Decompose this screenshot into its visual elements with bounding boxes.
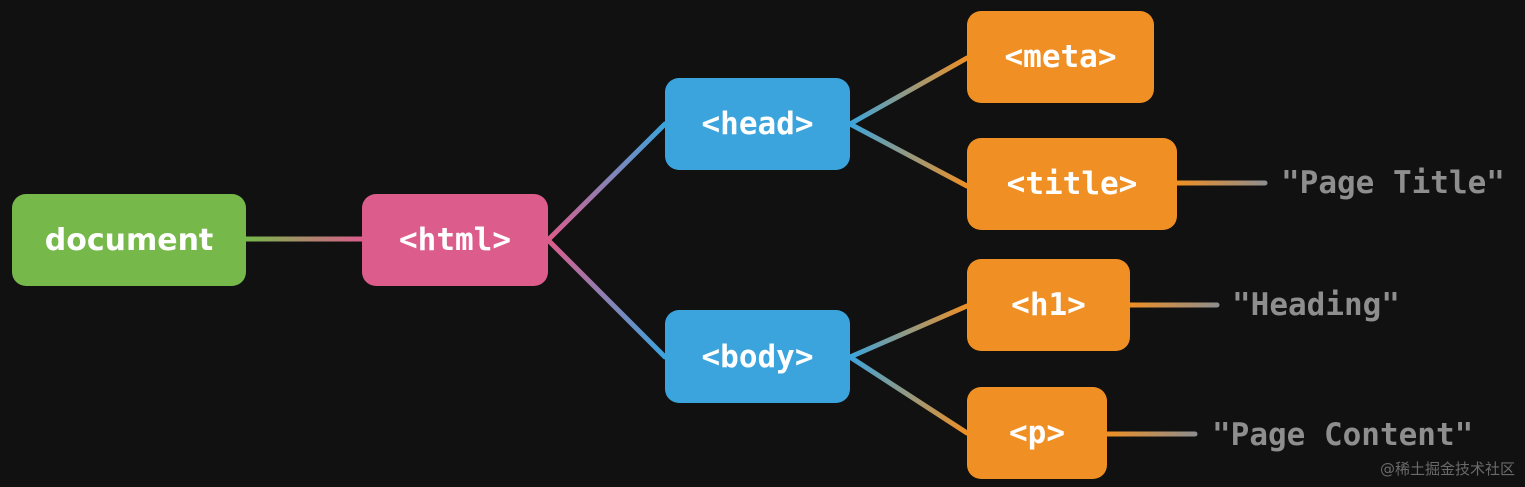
- node-head: <head>: [665, 78, 850, 170]
- node-document: document: [12, 194, 246, 286]
- edge-body-h1: [847, 303, 970, 360]
- text-page-content: "Page Content": [1212, 417, 1474, 453]
- edge-head-title: [847, 121, 970, 189]
- node-body: <body>: [665, 310, 850, 403]
- watermark: @稀土掘金技术社区: [1379, 460, 1515, 478]
- text-page-title: "Page Title": [1281, 165, 1505, 201]
- edge-body-p: [847, 354, 970, 436]
- text-heading: "Heading": [1232, 287, 1400, 323]
- edge-html-body: [545, 237, 668, 360]
- node-title: <title>: [967, 138, 1177, 230]
- edge-html-head: [545, 121, 668, 243]
- node-meta: <meta>: [967, 11, 1154, 103]
- node-html: <html>: [362, 194, 548, 286]
- edge-head-meta: [847, 55, 970, 127]
- node-h1: <h1>: [967, 259, 1130, 351]
- node-p: <p>: [967, 387, 1107, 479]
